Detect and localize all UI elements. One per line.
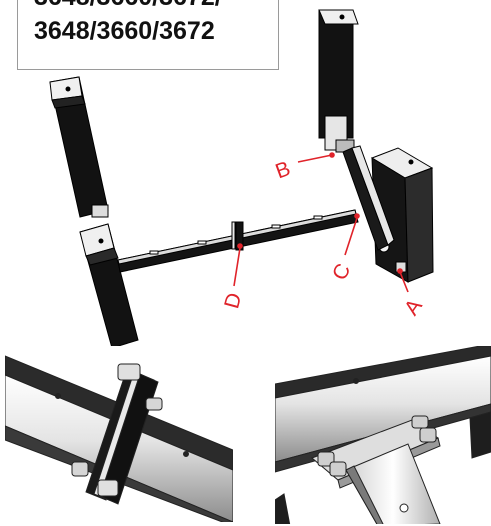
callout-D bbox=[233, 243, 243, 287]
detail-bolt-clamp bbox=[5, 346, 233, 522]
callout-B-label: B bbox=[272, 157, 293, 183]
callout-A bbox=[397, 268, 409, 293]
frame-assembly bbox=[49, 9, 434, 349]
model-number-line-2: 3648/3660/3672 bbox=[34, 17, 215, 45]
leg-post-front-right bbox=[370, 147, 434, 283]
model-number-line-1: 3648/3660/3672/ bbox=[34, 0, 222, 12]
callout-A-label: A bbox=[400, 295, 427, 320]
callout-B bbox=[297, 152, 335, 163]
leg-post-front-left bbox=[79, 223, 139, 349]
leg-post-back-left bbox=[49, 76, 109, 218]
bolt-icon bbox=[317, 415, 437, 477]
detail-bracket-plate bbox=[275, 346, 491, 524]
bolt-icon bbox=[71, 363, 163, 497]
leg-post-back-right bbox=[318, 9, 359, 153]
side-rail-right bbox=[342, 145, 395, 251]
callout-C bbox=[344, 213, 360, 256]
model-number-box: 3648/3660/3672/ 3648/3660/3672 bbox=[17, 0, 279, 70]
callout-D-label: D bbox=[220, 290, 246, 311]
crossbar bbox=[117, 209, 359, 273]
callout-C-label: C bbox=[328, 260, 355, 284]
